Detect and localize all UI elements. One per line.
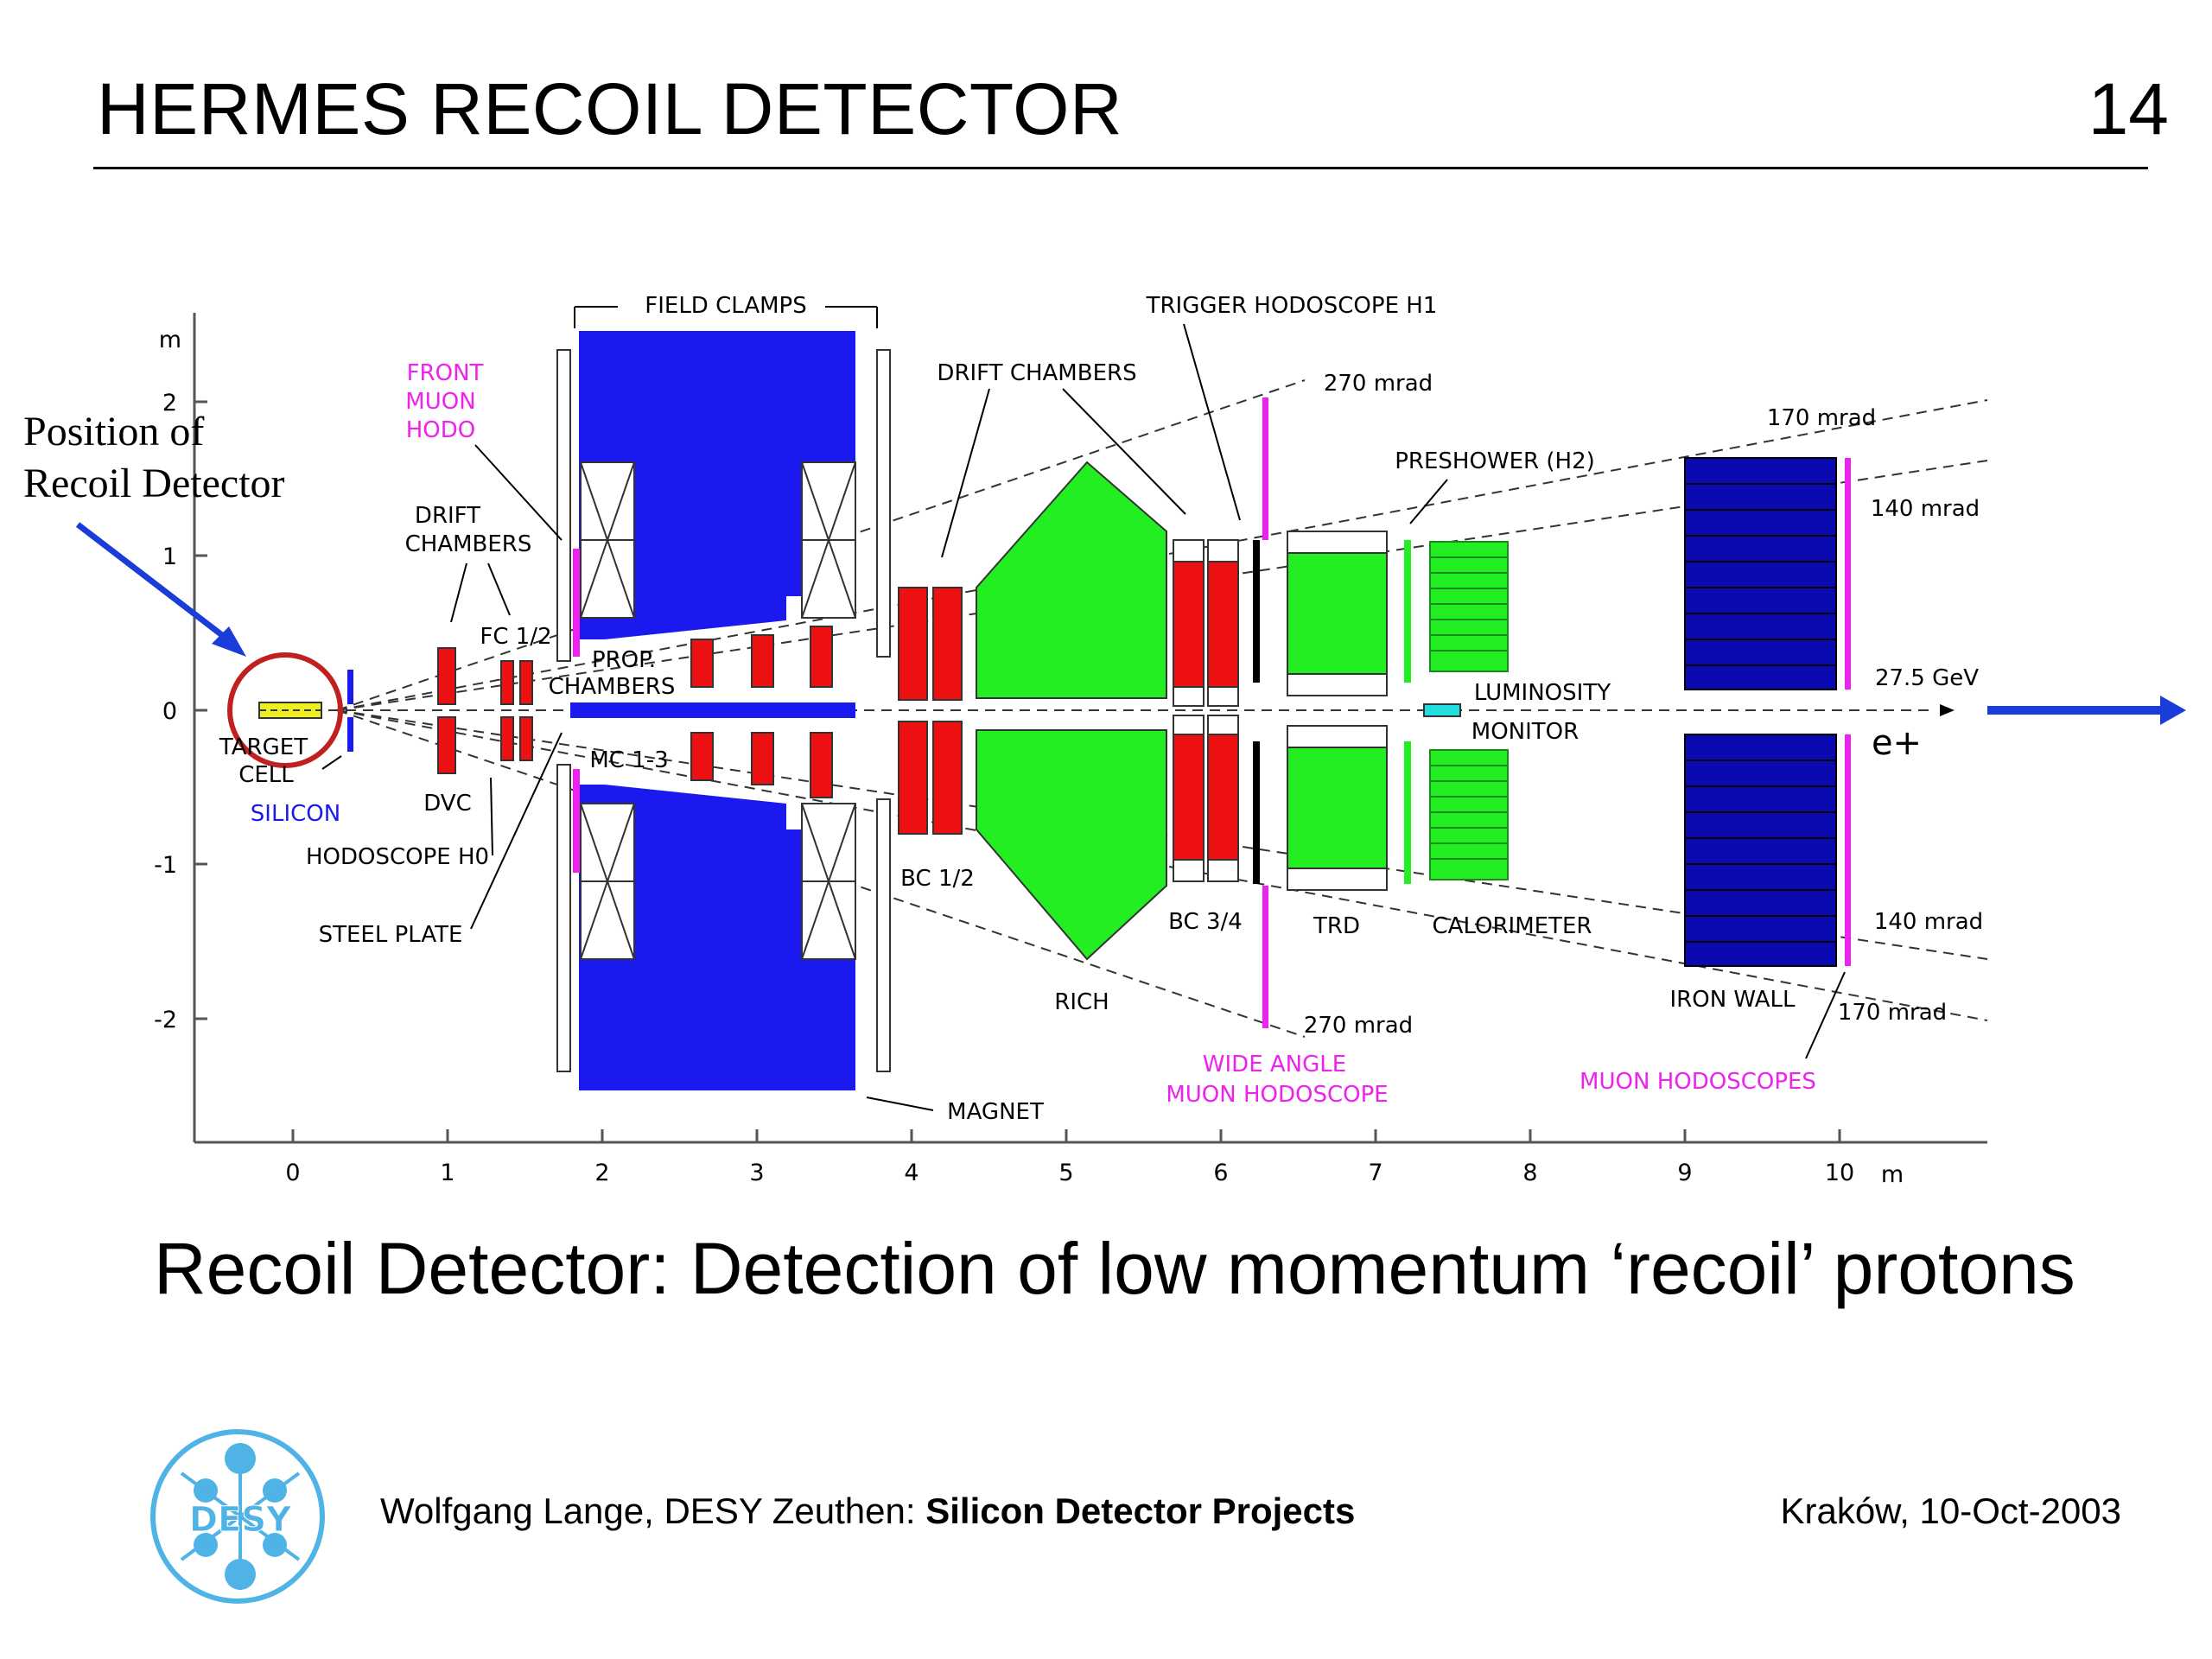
desy-logo-text: DESY bbox=[189, 1500, 292, 1540]
muon-hodoscope-bottom bbox=[1845, 734, 1851, 966]
label-magnet: MAGNET bbox=[947, 1099, 1044, 1125]
label-silicon: SILICON bbox=[251, 801, 340, 827]
label-target-2: CELL bbox=[238, 762, 294, 788]
position-annotation-line1: Position of bbox=[23, 409, 205, 454]
axis-ticks bbox=[194, 400, 1841, 1142]
trigger-hodoscope-h1 bbox=[1253, 540, 1260, 683]
desy-logo: DESY bbox=[150, 1429, 325, 1604]
label-mrad-140-top: 140 mrad bbox=[1871, 496, 1980, 522]
rich bbox=[976, 461, 1167, 961]
field-clamps bbox=[556, 349, 891, 1072]
label-mrad-170-top: 170 mrad bbox=[1767, 405, 1876, 431]
position-annotation: Position of Recoil Detector bbox=[23, 406, 285, 510]
label-mrad-170-bottom: 170 mrad bbox=[1838, 1000, 1947, 1026]
x-tick-2: 2 bbox=[594, 1160, 609, 1186]
y-tick-2: 2 bbox=[162, 390, 177, 416]
x-axis-unit: m bbox=[1881, 1161, 1904, 1188]
muon-hodoscope-top bbox=[1845, 458, 1851, 690]
drift-chambers-front bbox=[437, 647, 533, 774]
position-annotation-line2: Recoil Detector bbox=[23, 461, 285, 506]
label-luminosity-2: MONITOR bbox=[1471, 719, 1579, 745]
title-divider bbox=[93, 167, 2148, 169]
x-tick-7: 7 bbox=[1368, 1160, 1382, 1186]
x-tick-0: 0 bbox=[285, 1160, 300, 1186]
x-tick-4: 4 bbox=[904, 1160, 918, 1186]
magnet bbox=[579, 331, 855, 1090]
label-trigger-hodoscope: TRIGGER HODOSCOPE H1 bbox=[1146, 293, 1438, 319]
label-bc34: BC 3/4 bbox=[1168, 909, 1243, 935]
label-trd: TRD bbox=[1313, 913, 1360, 939]
label-wide-angle-1: WIDE ANGLE bbox=[1203, 1052, 1346, 1077]
label-mrad-270-top: 270 mrad bbox=[1324, 371, 1433, 397]
x-tick-6: 6 bbox=[1213, 1160, 1228, 1186]
label-drift-1: DRIFT bbox=[415, 503, 480, 529]
label-mrad-140-bottom: 140 mrad bbox=[1874, 909, 1983, 935]
label-mrad-270-bottom: 270 mrad bbox=[1304, 1013, 1413, 1039]
preshower-h2-lower bbox=[1404, 741, 1411, 884]
label-rich: RICH bbox=[1054, 989, 1109, 1015]
beam-arrow bbox=[1987, 696, 2186, 725]
axes bbox=[193, 313, 1987, 1144]
label-drift-2: CHAMBERS bbox=[405, 531, 532, 557]
label-wide-angle-2: MUON HODOSCOPE bbox=[1166, 1082, 1388, 1108]
label-dvc: DVC bbox=[423, 791, 472, 817]
footer-place-date: Kraków, 10-Oct-2003 bbox=[1780, 1491, 2121, 1531]
wide-angle-muon-bottom bbox=[1262, 886, 1268, 1028]
label-muon-hodoscopes: MUON HODOSCOPES bbox=[1580, 1069, 1816, 1095]
silicon-lower bbox=[347, 717, 353, 752]
label-calorimeter: CALORIMETER bbox=[1433, 913, 1592, 939]
label-prop-2: CHAMBERS bbox=[549, 674, 676, 700]
label-drift-chambers-top: DRIFT CHAMBERS bbox=[937, 360, 1136, 386]
label-preshower: PRESHOWER (H2) bbox=[1395, 448, 1595, 474]
label-fc12: FC 1/2 bbox=[480, 624, 551, 650]
position-arrow bbox=[75, 522, 246, 657]
footer-project: Silicon Detector Projects bbox=[925, 1491, 1356, 1531]
x-tick-5: 5 bbox=[1058, 1160, 1073, 1186]
label-luminosity-1: LUMINOSITY bbox=[1474, 680, 1611, 706]
label-mc13: MC 1-3 bbox=[589, 747, 668, 773]
label-prop-1: PROP. bbox=[592, 647, 656, 673]
trigger-hodoscope-h1-lower bbox=[1253, 741, 1260, 884]
x-tick-8: 8 bbox=[1522, 1160, 1537, 1186]
front-muon-hodo bbox=[573, 549, 580, 873]
label-hodoscope-h0: HODOSCOPE H0 bbox=[306, 844, 489, 870]
label-steel-plate: STEEL PLATE bbox=[319, 922, 463, 948]
beam-pipe bbox=[570, 702, 855, 718]
iron-wall bbox=[1684, 457, 1837, 967]
label-front-muon-3: HODO bbox=[406, 417, 476, 443]
luminosity-monitor bbox=[1423, 703, 1461, 717]
label-energy: 27.5 GeV bbox=[1875, 665, 1979, 691]
label-iron-wall: IRON WALL bbox=[1670, 987, 1796, 1013]
beam-arrowhead-small bbox=[1940, 704, 1955, 716]
label-target-1: TARGET bbox=[219, 734, 308, 760]
x-tick-9: 9 bbox=[1677, 1160, 1692, 1186]
label-front-muon-1: FRONT bbox=[407, 360, 484, 386]
y-tick-0: 0 bbox=[162, 698, 177, 725]
y-tick-1: 1 bbox=[162, 543, 177, 570]
preshower-h2-upper bbox=[1404, 540, 1411, 683]
target-cell bbox=[258, 702, 322, 719]
x-tick-1: 1 bbox=[440, 1160, 454, 1186]
wide-angle-muon-top bbox=[1262, 397, 1268, 540]
footer-author-text: Wolfgang Lange, DESY Zeuthen: bbox=[380, 1491, 926, 1531]
y-tick-m1: -1 bbox=[154, 852, 177, 879]
y-axis-unit: m bbox=[159, 327, 181, 353]
slide-number: 14 bbox=[2088, 68, 2169, 149]
silicon-upper bbox=[347, 670, 353, 704]
slide-title: HERMES RECOIL DETECTOR bbox=[97, 68, 1123, 149]
x-tick-3: 3 bbox=[749, 1160, 764, 1186]
x-tick-10: 10 bbox=[1825, 1160, 1854, 1186]
bc12-chambers bbox=[898, 587, 963, 835]
footer-author: Wolfgang Lange, DESY Zeuthen: Silicon De… bbox=[380, 1491, 1355, 1532]
label-field-clamps: FIELD CLAMPS bbox=[645, 293, 806, 319]
label-front-muon-2: MUON bbox=[405, 389, 475, 415]
slide-caption: Recoil Detector: Detection of low moment… bbox=[154, 1228, 2075, 1309]
y-tick-m2: -2 bbox=[154, 1007, 177, 1033]
mc-chambers bbox=[690, 626, 833, 798]
trd bbox=[1287, 531, 1388, 891]
label-beam: e+ bbox=[1872, 723, 1922, 763]
label-bc12: BC 1/2 bbox=[900, 866, 975, 892]
recoil-detector-highlight bbox=[227, 652, 343, 768]
